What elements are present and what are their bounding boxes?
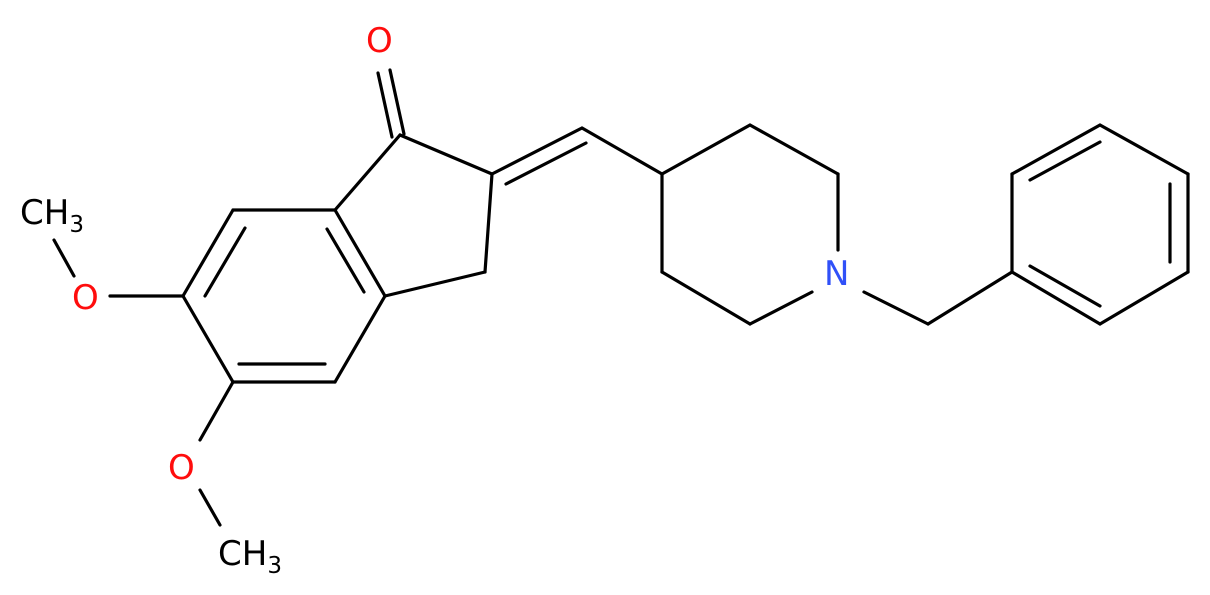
bond xyxy=(1098,123,1190,176)
bond xyxy=(660,123,752,176)
methoxy-oxygen-lower-label: O xyxy=(168,448,195,488)
bond xyxy=(926,270,1014,326)
bond xyxy=(181,294,235,384)
methoxy-upper xyxy=(52,238,185,298)
aromatic-inner-bond xyxy=(1028,264,1102,308)
piperidine-ring xyxy=(660,123,840,326)
exocyclic-alkene xyxy=(490,126,664,186)
bond xyxy=(748,123,840,176)
bond xyxy=(660,270,752,326)
indanone-benzene-ring xyxy=(181,208,387,384)
bond xyxy=(748,290,814,326)
methoxy-oxygen-upper-label: O xyxy=(72,278,99,318)
carbonyl-double-bond xyxy=(376,71,394,139)
aromatic-inner-bond xyxy=(325,227,366,294)
bond xyxy=(333,133,402,212)
bond xyxy=(398,133,494,176)
bond xyxy=(333,208,387,298)
aromatic-inner-bond xyxy=(203,226,247,298)
phenyl-ring xyxy=(1010,123,1190,326)
alkene-double-bond xyxy=(490,126,584,176)
bond xyxy=(333,294,387,384)
cyclopentanone-ring xyxy=(333,133,494,298)
alkene-double-bond xyxy=(504,141,588,186)
carbonyl-double-bond xyxy=(388,68,406,136)
benzyl-linker xyxy=(862,270,1014,326)
bond xyxy=(1010,123,1102,176)
bond xyxy=(198,380,235,442)
methoxy-lower xyxy=(198,380,235,527)
bond xyxy=(483,172,494,274)
bond xyxy=(52,238,76,278)
bond xyxy=(580,126,664,176)
bond xyxy=(383,270,487,298)
aromatic-inner-bond xyxy=(1028,140,1102,182)
methyl-lower-label: CH3 xyxy=(218,534,282,579)
bond xyxy=(862,290,930,326)
carbonyl-oxygen-label: O xyxy=(366,21,393,61)
bond xyxy=(198,488,222,527)
carbonyl-group xyxy=(376,68,406,139)
bond xyxy=(181,208,235,298)
methyl-upper-label: CH3 xyxy=(20,193,84,238)
nitrogen-label: N xyxy=(824,254,849,294)
bond xyxy=(1098,270,1190,326)
bond xyxy=(1010,270,1102,326)
